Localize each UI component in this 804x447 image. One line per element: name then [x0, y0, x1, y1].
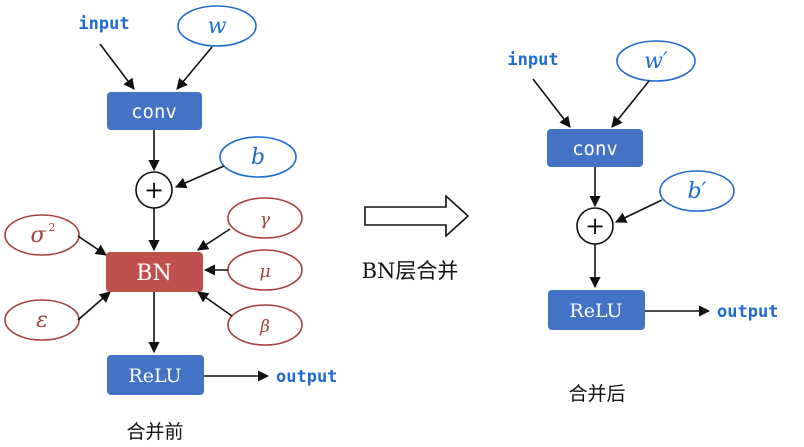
before-gamma-arrow	[197, 228, 231, 251]
after-b-node	[659, 170, 735, 212]
merge-arrow-icon	[364, 194, 470, 238]
before-input-arrow	[99, 43, 135, 90]
before-beta-label: β	[259, 317, 270, 337]
before-b-label: b	[251, 145, 265, 170]
before-input-label: input	[78, 14, 129, 34]
before-conv-label: conv	[131, 101, 177, 123]
before-epsilon-label: ε	[36, 308, 48, 333]
after-output-label: output	[717, 302, 778, 322]
before-relu-box	[107, 355, 204, 395]
before-epsilon-arrow	[77, 291, 111, 321]
before-conv-box	[107, 92, 202, 130]
before-mu-label: μ	[259, 262, 270, 282]
after-b-arrow	[614, 199, 663, 223]
after-conv-label: conv	[572, 138, 618, 160]
before-plus-symbol: +	[144, 176, 164, 204]
before-w-arrow	[176, 46, 213, 90]
after-relu-box	[548, 290, 645, 330]
after-merge-diagram: input w′ conv b′ + ReLU output 合并后	[507, 40, 778, 405]
after-w-label: w′	[644, 49, 668, 74]
before-w-node	[177, 5, 257, 47]
before-output-label: output	[276, 367, 337, 387]
before-sigma-label: σ	[30, 223, 46, 248]
after-w-arrow	[611, 80, 650, 128]
before-beta-arrow	[197, 291, 233, 317]
before-bn-box	[106, 252, 203, 292]
before-relu-label: ReLU	[128, 365, 181, 387]
after-relu-label: ReLU	[569, 300, 622, 322]
merge-label: BN层合并	[362, 259, 459, 283]
before-bn-label: BN	[136, 261, 171, 286]
after-w-node	[616, 40, 696, 82]
before-beta-node	[227, 304, 303, 346]
after-plus-symbol: +	[585, 212, 605, 240]
before-sigma-node	[4, 214, 80, 256]
after-conv-box	[547, 129, 643, 167]
before-gamma-label: γ	[260, 210, 271, 230]
before-b-node	[219, 136, 297, 178]
before-sigma-arrow	[77, 235, 107, 256]
after-input-arrow	[532, 78, 571, 128]
before-sigma-superscript: 2	[49, 221, 56, 234]
before-gamma-node	[227, 197, 303, 239]
after-b-label: b′	[687, 179, 706, 204]
after-caption: 合并后	[568, 383, 625, 405]
before-b-arrow	[174, 165, 225, 189]
before-w-label: w	[208, 14, 227, 39]
before-caption: 合并前	[126, 421, 183, 443]
before-merge-diagram: input w conv b + σ 2 ε BN	[4, 5, 337, 443]
merge-indicator: BN层合并	[362, 194, 470, 283]
after-input-label: input	[507, 50, 558, 70]
